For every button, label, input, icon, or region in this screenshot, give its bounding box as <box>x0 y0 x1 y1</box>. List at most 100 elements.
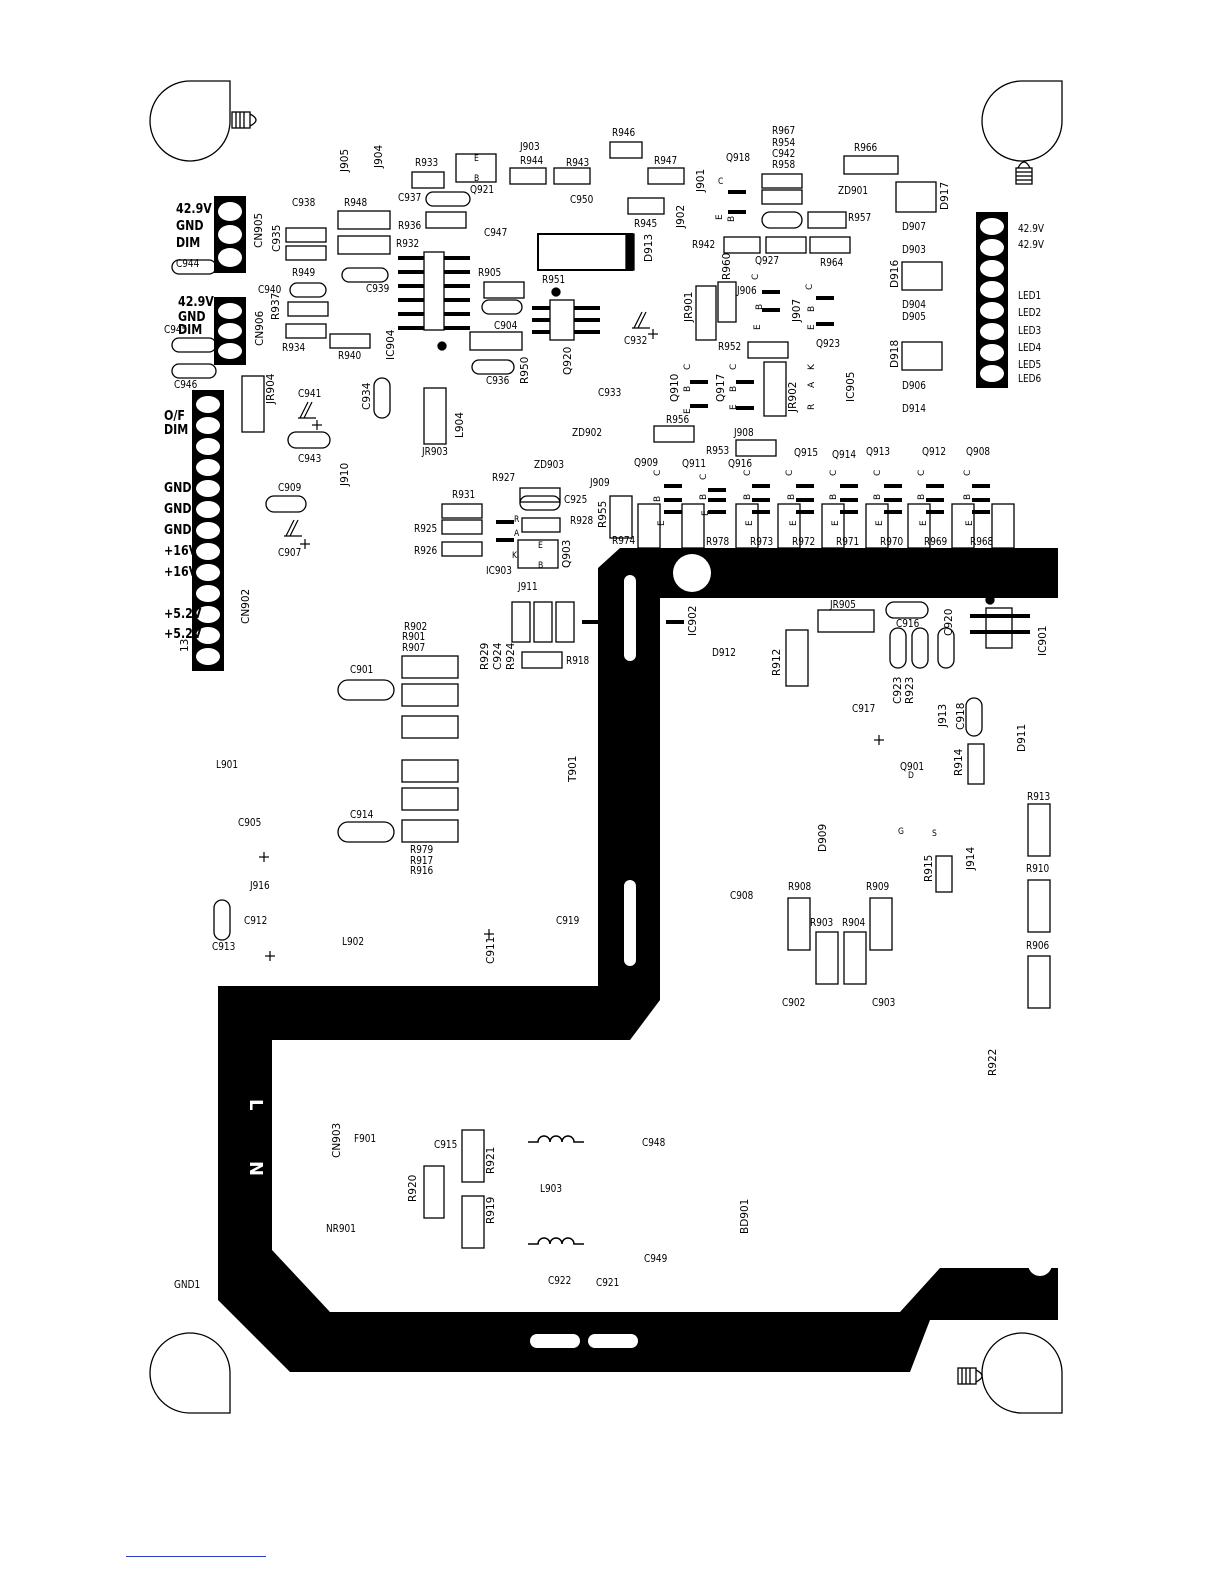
ref-designator: R956 <box>666 414 690 426</box>
header-pin <box>196 438 220 455</box>
pin-letter: A <box>514 529 520 539</box>
ref-designator: J902 <box>675 204 687 228</box>
component-footprints <box>171 141 1051 1249</box>
ref-designator: R904 <box>842 917 866 929</box>
ref-designator: IC903 <box>486 565 512 577</box>
footprint <box>553 167 591 185</box>
ref-designator: Q901 <box>900 761 925 773</box>
ref-designator: R920 <box>407 1174 419 1202</box>
pin-letter: A <box>807 381 817 388</box>
ref-designator: CN902 <box>240 588 252 624</box>
d913-band <box>625 233 635 271</box>
pin-letter: B <box>787 493 797 500</box>
polarity-mark <box>259 852 269 862</box>
pin-letter: C <box>917 469 927 476</box>
ref-designator: C907 <box>278 547 302 559</box>
header-pin <box>980 365 1004 382</box>
pin-letter: C <box>963 469 973 476</box>
ref-designator: J913 <box>937 703 949 727</box>
pin-letter: B <box>755 303 765 310</box>
header-pin <box>218 303 242 319</box>
pin-letter: B <box>653 495 663 502</box>
cn906-pin-label: GND <box>178 310 206 325</box>
ref-designator: R946 <box>612 127 636 139</box>
ref-designator: J903 <box>520 141 540 153</box>
cn902-pin-label: GND <box>164 502 192 517</box>
pin-letter: R <box>514 515 520 525</box>
ref-designator: R970 <box>880 536 904 548</box>
ref-designator: Q912 <box>922 446 947 458</box>
ref-designator: BD901 <box>739 1198 751 1234</box>
pin-letter: B <box>917 493 927 500</box>
ref-designator: R932 <box>396 238 420 250</box>
pin-letter: E <box>789 520 799 526</box>
cn905-pin-label: 42.9V <box>176 202 212 217</box>
led-pin-label: LED6 <box>1018 373 1042 385</box>
ref-designator: CN903 <box>331 1122 343 1158</box>
capacitor-footprint <box>519 495 561 511</box>
pin-letter: C <box>829 469 839 476</box>
ref-designator: R968 <box>970 536 994 548</box>
header-pin <box>980 302 1004 319</box>
polarity-mark <box>312 420 322 430</box>
footprint <box>401 819 459 843</box>
ref-designator: R908 <box>788 881 812 893</box>
header-pin <box>196 648 220 665</box>
ref-designator: C941 <box>298 388 322 400</box>
ref-designator: R914 <box>953 748 965 776</box>
led-pin-label: LED1 <box>1018 290 1042 302</box>
page-underline-link[interactable] <box>126 1556 266 1557</box>
footprint <box>337 235 391 255</box>
ref-designator: R922 <box>987 1048 999 1076</box>
pin-letter: C <box>718 177 724 187</box>
ref-designator: T901 <box>567 755 579 782</box>
cn902-pin-label: GND <box>164 481 192 496</box>
mount-hole-bl <box>149 1332 231 1414</box>
ref-designator: R978 <box>706 536 730 548</box>
footprint <box>519 487 561 503</box>
ref-designator: Q915 <box>794 447 819 459</box>
pin-letter: E <box>807 324 817 330</box>
pin-letter: B <box>683 385 693 392</box>
pin1-dot <box>551 287 561 297</box>
ref-designator: C912 <box>244 915 268 927</box>
ref-designator: L902 <box>342 936 365 948</box>
pin-letter: B <box>729 385 739 392</box>
polarity-mark <box>648 329 658 339</box>
footprint <box>469 331 523 351</box>
header-pin <box>980 281 1004 298</box>
ref-designator: C942 <box>772 148 796 160</box>
ref-designator: D907 <box>902 221 926 233</box>
ref-designator: R903 <box>810 917 834 929</box>
cap-hatch-icon <box>632 311 650 329</box>
header-pin <box>980 260 1004 277</box>
footprint <box>723 236 761 254</box>
pin-letter: B <box>829 493 839 500</box>
mount-hole-tr <box>981 80 1063 162</box>
pin-letter: E <box>701 510 711 516</box>
led-pin-label: LED4 <box>1018 342 1042 354</box>
ref-designator: R925 <box>414 523 438 535</box>
capacitor-footprint <box>373 377 391 419</box>
footprint <box>681 503 705 549</box>
ref-designator: R924 <box>505 642 517 670</box>
footprint <box>785 629 809 687</box>
ref-designator: R912 <box>771 648 783 676</box>
pin-letter: E <box>875 520 885 526</box>
ref-designator: D909 <box>817 823 829 852</box>
pin-letter: B <box>963 493 973 500</box>
mains-terminal-label: L <box>245 1099 266 1111</box>
capacitor-footprint <box>265 495 307 513</box>
capacitor-footprint <box>287 431 331 449</box>
ref-designator: JR902 <box>787 381 799 412</box>
footprint <box>455 153 497 183</box>
pin-letter: K <box>807 364 817 370</box>
ref-designator: L903 <box>540 1183 563 1195</box>
ref-designator: D906 <box>902 380 926 392</box>
capacitor-footprint <box>337 679 395 701</box>
footprint <box>329 333 371 349</box>
ref-designator: C935 <box>271 224 283 252</box>
capacitor-footprint <box>289 282 327 298</box>
footprint <box>807 211 847 229</box>
ref-designator: R942 <box>692 239 716 251</box>
